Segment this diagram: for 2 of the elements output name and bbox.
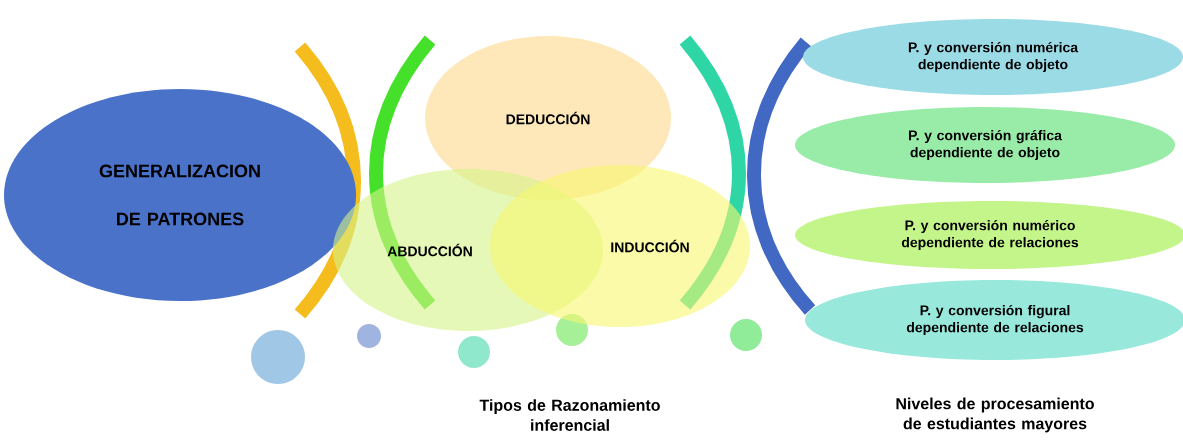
section-caption: Tipos de Razonamiento inferencial <box>479 399 660 431</box>
section-caption: Niveles de procesamiento de estudiantes mayores <box>896 397 1094 433</box>
